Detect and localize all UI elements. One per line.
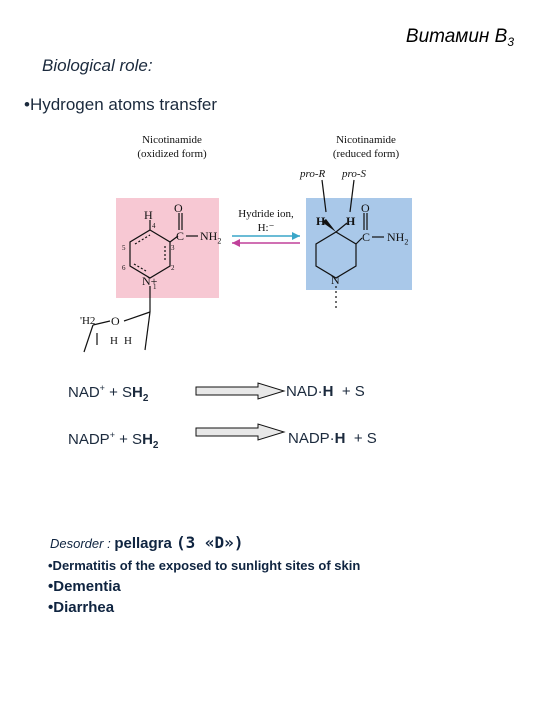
equation-nadp-right: NADP·H + S: [288, 430, 377, 447]
ox-atom-h: H: [144, 208, 153, 222]
sugar-h-right: H: [124, 335, 132, 347]
ox-locant-1: 1: [153, 283, 157, 291]
label-reduced: Nicotinamide(reduced form): [332, 134, 400, 160]
label-oxidized: Nicotinamide(oxidized form): [137, 134, 207, 160]
oxidized-ring: [129, 229, 171, 279]
symptom-dementia: •Dementia: [48, 578, 121, 595]
disorder-label: Desorder :: [50, 536, 115, 551]
reduced-form-box: [306, 198, 412, 290]
disorder-d-count: (3 «D»): [176, 533, 244, 552]
section-subtitle: Biological role:: [42, 56, 153, 75]
label-pro-r: pro-R: [300, 168, 326, 180]
ox-atom-nh2: NH2: [200, 229, 222, 246]
slide-title: Витамин В3: [405, 26, 514, 49]
disorder-line: Desorder : pellagra (3 «D»): [50, 533, 243, 553]
symptom-diarrhea: •Diarrhea: [48, 599, 115, 616]
red-atom-o: O: [361, 201, 370, 215]
ox-atom-n-plus: N+: [142, 274, 158, 288]
label-pro-s: pro-S: [342, 168, 367, 180]
ox-locant-2: 2: [171, 264, 175, 272]
ox-locant-4: 4: [152, 222, 156, 230]
equation-nad-right: NAD·H + S: [286, 383, 365, 400]
sugar-ch2: 'H2: [80, 315, 96, 327]
bullet-hydrogen-transfer: •Hydrogen atoms transfer: [24, 95, 218, 114]
reduced-ring: [315, 231, 357, 279]
label-hydride-ion: Hydride ion,H:⁻: [238, 208, 294, 234]
title-subscript: 3: [507, 35, 514, 49]
ox-locant-6: 6: [122, 264, 126, 272]
red-atom-nh2: NH2: [387, 230, 409, 247]
ox-locant-3: 3: [171, 244, 175, 252]
red-atom-n: N: [331, 273, 340, 287]
red-atom-c: C: [362, 230, 371, 244]
ox-atom-o: O: [174, 201, 183, 215]
symptom-dermatitis: •Dermatitis of the exposed to sunlight s…: [48, 558, 361, 573]
red-atom-h2: H: [346, 214, 356, 228]
hydride-arrows: [232, 232, 300, 247]
sugar-h-left: H: [110, 335, 118, 347]
equation-nad-left: NAD+ + SH2: [68, 383, 149, 404]
ox-atom-c: C: [176, 229, 185, 243]
wedge-bond: [322, 219, 336, 232]
sugar-ring-o: O: [111, 314, 120, 328]
reaction-arrows: [195, 382, 286, 441]
ox-locant-5: 5: [122, 244, 126, 252]
disorder-name: pellagra: [114, 535, 177, 552]
red-atom-h1: H: [316, 214, 326, 228]
equation-nadp-left: NADP+ + SH2: [68, 430, 159, 451]
oxidized-form-box: [116, 198, 219, 298]
